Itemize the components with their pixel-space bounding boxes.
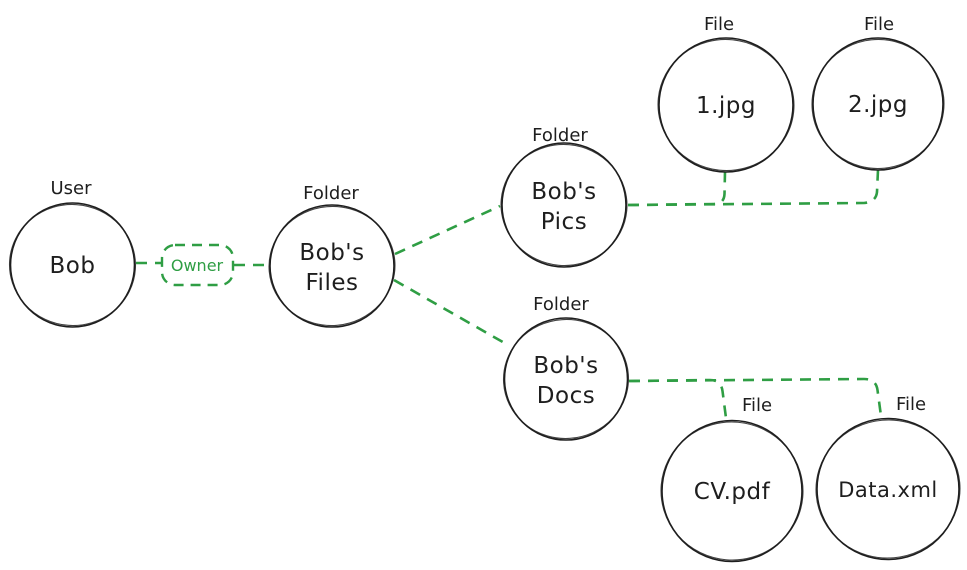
edge-files-to-docs[interactable] (393, 278, 509, 347)
node-bobs-files-name-line1: Bob's (299, 240, 364, 266)
node-cv-pdf-type-label: File (742, 395, 772, 416)
node-data-xml-circle[interactable] (816, 417, 960, 561)
node-data-xml[interactable]: File Data.xml (810, 394, 965, 564)
node-data-xml-name: Data.xml (838, 478, 938, 502)
node-cv-pdf-circle[interactable] (661, 419, 803, 563)
node-bobs-pics-circle[interactable] (501, 142, 627, 268)
node-bob-name: Bob (50, 253, 96, 279)
node-bobs-files-circle-sketch (268, 205, 396, 327)
node-bob-circle-sketch (8, 203, 137, 327)
node-file-2jpg[interactable]: File 2.jpg (806, 14, 951, 175)
node-bobs-pics[interactable]: Folder Bob's Pics (496, 125, 632, 271)
node-bob-circle[interactable] (9, 202, 136, 328)
node-cv-pdf[interactable]: File CV.pdf (655, 395, 808, 566)
edge-docs-to-cvpdf[interactable] (628, 378, 728, 419)
node-bobs-docs-circle[interactable] (503, 317, 629, 441)
owner-relationship-pill[interactable] (160, 243, 235, 287)
node-data-xml-type-label: File (896, 394, 926, 415)
node-bobs-pics-circle-sketch (500, 143, 628, 267)
node-file-1jpg[interactable]: File 1.jpg (652, 14, 801, 177)
node-file-1jpg-circle[interactable] (658, 37, 794, 173)
node-data-xml-circle-sketch (815, 419, 961, 559)
edge-pics-to-2jpg[interactable] (627, 169, 880, 207)
node-file-2jpg-circle-sketch (811, 38, 945, 170)
node-file-1jpg-type-label: File (704, 14, 734, 35)
node-bobs-docs[interactable]: Folder Bob's Docs (500, 294, 633, 443)
node-file-1jpg-circle-sketch (657, 38, 795, 172)
node-file-1jpg-name: 1.jpg (696, 93, 756, 119)
node-bobs-docs-name-line1: Bob's (533, 353, 598, 379)
node-bobs-files-name-line2: Files (306, 270, 359, 296)
node-bobs-docs-circle-sketch (502, 318, 630, 440)
node-bobs-pics-type-label: Folder (532, 125, 588, 146)
edge-docs-to-dataxml[interactable] (628, 377, 883, 417)
edge-pics-to-1jpg[interactable] (627, 171, 727, 207)
node-bobs-files-type-label: Folder (303, 183, 359, 204)
node-bobs-pics-name-line2: Pics (541, 209, 587, 235)
node-bobs-files[interactable]: Folder Bob's Files (264, 183, 400, 331)
node-cv-pdf-name: CV.pdf (694, 479, 771, 505)
node-bob[interactable]: User Bob (5, 178, 139, 330)
node-cv-pdf-circle-sketch (660, 421, 804, 561)
node-file-2jpg-name: 2.jpg (848, 92, 908, 118)
edge-bob-ownership[interactable]: Owner (136, 243, 269, 287)
owner-relationship-label: Owner (171, 256, 224, 275)
node-bobs-docs-name-line2: Docs (537, 383, 595, 409)
node-bobs-pics-name-line1: Bob's (531, 179, 596, 205)
node-bob-type-label: User (50, 178, 92, 199)
node-bobs-docs-type-label: Folder (533, 294, 589, 315)
node-file-2jpg-type-label: File (864, 14, 894, 35)
node-bobs-files-circle[interactable] (269, 204, 395, 328)
node-file-2jpg-circle[interactable] (812, 37, 944, 171)
edge-files-to-pics[interactable] (394, 204, 501, 256)
